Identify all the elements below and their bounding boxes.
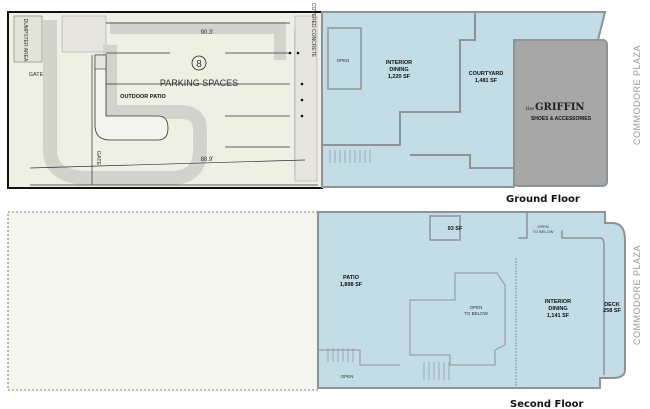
dumpster-area-label: DUMPSTER AREA	[22, 19, 28, 62]
griffin-logo: GRIFFIN	[535, 102, 585, 113]
dimension-top: 90.3'	[201, 30, 214, 36]
griffin-store	[513, 39, 608, 187]
second-floor-plan: PATIO 1,898 SF 93 SF OPEN TO BELOW OPEN …	[7, 211, 642, 409]
deck-label: DECK	[604, 302, 620, 308]
interior-dining-label: DINING	[548, 306, 567, 312]
dimension-bottom: 88.9'	[201, 157, 214, 163]
interior-dining-label: INTERIOR	[386, 60, 412, 66]
ground-floor-title: Ground Floor	[506, 194, 580, 205]
patio-area: 1,898 SF	[340, 282, 363, 288]
open-label: OPEN	[341, 374, 354, 379]
second-floor-title: Second Floor	[510, 399, 584, 409]
ground-floor-plan: OPEN INTERIOR DINING 1,220 SF COURTYARD …	[321, 11, 642, 205]
gate-label: GATE	[95, 151, 101, 166]
open-label: OPEN	[337, 58, 350, 63]
griffin-subtitle: SHOES & ACCESSORIES	[531, 116, 592, 122]
parking-count-badge	[191, 55, 207, 71]
covered-concrete-label: COVERED CONCRETE	[310, 3, 316, 58]
restroom-area: 93 SF	[448, 226, 463, 232]
parking-count: 8	[196, 59, 202, 70]
interior-dining-label: DINING	[389, 67, 408, 73]
parking-spaces-label: PARKING SPACES	[160, 78, 238, 88]
gate-label: GATE	[29, 72, 44, 78]
courtyard-label: COURTYARD	[469, 71, 504, 77]
street-label: COMMODORE PLAZA	[632, 45, 642, 145]
outdoor-patio-label: OUTDOOR PATIO	[120, 94, 166, 100]
patio-label: PATIO	[343, 275, 360, 281]
site-placeholder	[7, 211, 319, 391]
interior-dining-area: 1,220 SF	[388, 74, 411, 80]
griffin-logo: the	[526, 106, 534, 112]
deck-area: 258 SF	[603, 308, 621, 314]
street-label: COMMODORE PLAZA	[632, 245, 642, 345]
interior-dining-label: INTERIOR	[545, 299, 571, 305]
open-to-below-label: TO BELOW	[532, 229, 553, 234]
open-to-below-label: TO BELOW	[464, 311, 488, 316]
courtyard-area: 1,481 SF	[475, 78, 498, 84]
open-to-below-label: OPEN	[537, 224, 548, 229]
site-plan: DUMPSTER AREA GATE GATE 90.3' 88.9' 8 PA…	[7, 3, 323, 189]
open-to-below-label: OPEN	[470, 305, 483, 310]
interior-dining-area: 1,141 SF	[547, 313, 570, 319]
